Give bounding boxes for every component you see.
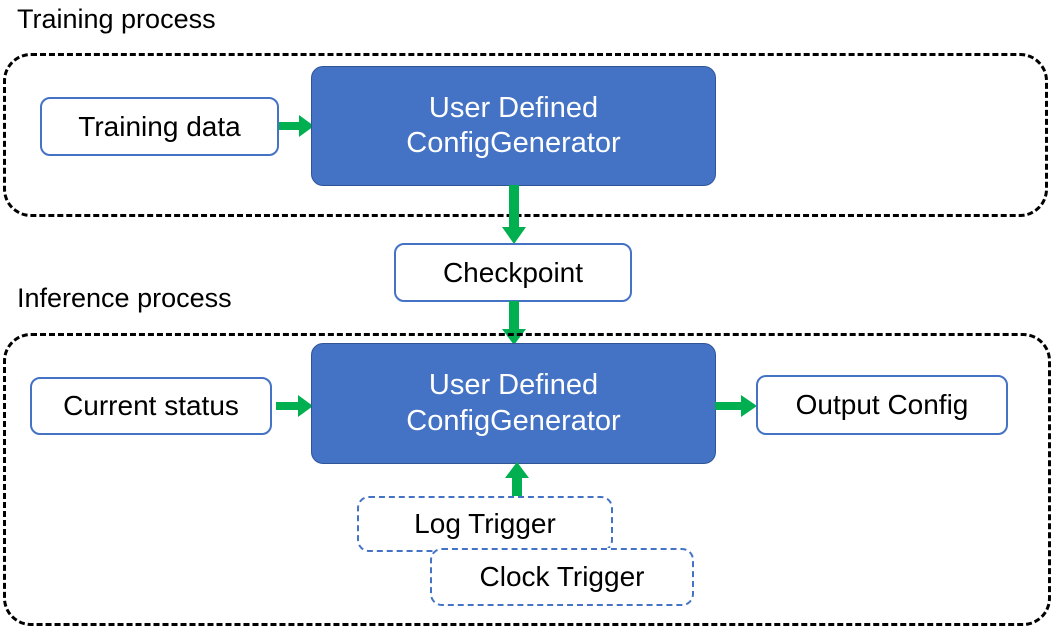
generator-line-1: User Defined — [428, 369, 599, 402]
node-log-trigger-label: Log Trigger — [414, 508, 556, 539]
inference-process-container — [3, 333, 1051, 626]
node-checkpoint[interactable]: Checkpoint — [394, 243, 632, 302]
arrow-training-data-to-generator — [279, 112, 315, 140]
node-clock-trigger-label: Clock Trigger — [479, 561, 645, 592]
node-inference-config-generator-label: User Defined ConfigGenerator — [406, 368, 620, 439]
node-current-status[interactable]: Current status — [30, 377, 272, 435]
node-clock-trigger[interactable]: Clock Trigger — [430, 548, 694, 606]
node-inference-config-generator[interactable]: User Defined ConfigGenerator — [311, 343, 716, 464]
training-process-label: Training process — [17, 4, 216, 34]
arrow-generator-to-output-config — [715, 392, 758, 420]
node-training-config-generator-label: User Defined ConfigGenerator — [406, 91, 620, 162]
arrow-current-status-to-generator — [276, 392, 314, 420]
node-current-status-label: Current status — [63, 390, 239, 421]
node-output-config[interactable]: Output Config — [756, 375, 1008, 435]
node-output-config-label: Output Config — [795, 389, 969, 420]
node-training-data-label: Training data — [78, 110, 241, 142]
arrow-triggers-to-generator — [503, 462, 531, 502]
node-training-data[interactable]: Training data — [40, 97, 279, 156]
node-checkpoint-label: Checkpoint — [442, 256, 584, 288]
generator-line-2: ConfigGenerator — [406, 404, 621, 437]
training-process-container — [3, 53, 1048, 217]
node-log-trigger[interactable]: Log Trigger — [357, 496, 613, 552]
inference-process-label: Inference process — [17, 283, 232, 313]
arrow-training-generator-to-checkpoint — [500, 185, 528, 245]
generator-line-2: ConfigGenerator — [406, 127, 621, 159]
node-training-config-generator[interactable]: User Defined ConfigGenerator — [311, 66, 716, 186]
generator-line-1: User Defined — [428, 91, 599, 124]
